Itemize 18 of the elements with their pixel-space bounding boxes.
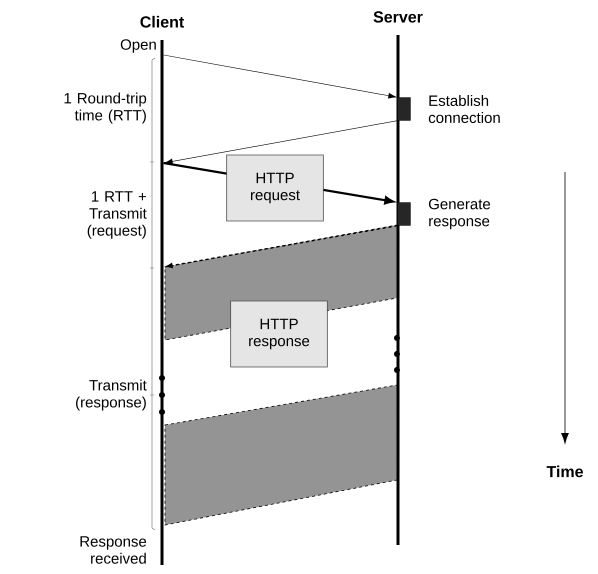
interval-label: 1 Round-trip time (RTT) [64, 92, 146, 124]
process-marker [397, 202, 411, 226]
process-marker [397, 97, 411, 121]
interval-label: Transmit (response) [76, 380, 147, 410]
step-label: Generate response [428, 198, 490, 230]
event-label: Open [120, 39, 156, 53]
interval-label: Response received [80, 536, 146, 564]
message-arrow [164, 120, 398, 164]
message-box: HTTP request [226, 154, 324, 222]
time-label: Time [546, 466, 583, 478]
message-arrow [166, 225, 398, 268]
message-arrow [163, 54, 396, 99]
message-box: HTTP response [230, 300, 328, 368]
step-label: Establish connection [428, 95, 500, 123]
node-label: Server [374, 11, 423, 23]
node-label: Client [140, 16, 184, 28]
interval-label: 1 RTT + Transmit (request) [88, 191, 147, 239]
lifeline: Server [374, 11, 423, 545]
